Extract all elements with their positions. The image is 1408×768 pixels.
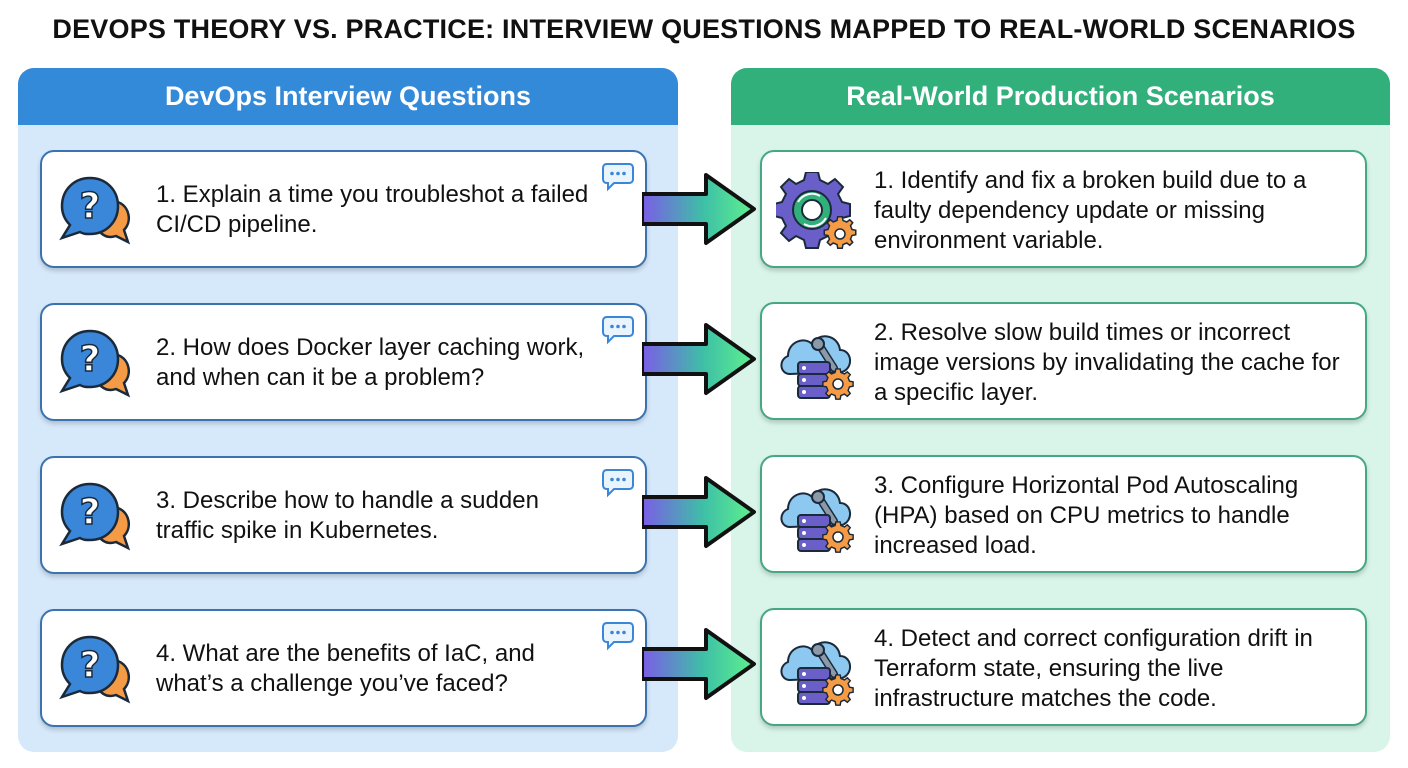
question-card-1: ? 1. Explain a time you troubleshot a fa… <box>40 150 647 268</box>
question-bubble-icon: ? <box>59 176 131 245</box>
question-text: 2. How does Docker layer caching work, a… <box>156 334 585 391</box>
svg-text:?: ? <box>80 339 101 380</box>
svg-text:?: ? <box>80 186 101 227</box>
svg-text:?: ? <box>80 492 101 533</box>
question-card-4: ? 4. What are the benefits of IaC, and w… <box>40 609 647 727</box>
interview-questions-header: DevOps Interview Questions <box>18 68 678 125</box>
arrow-right-icon <box>642 323 756 395</box>
question-bubble-icon: ? <box>59 482 131 551</box>
scenario-card-1: 1. Identify and fix a broken build due t… <box>760 150 1367 268</box>
chat-dots-icon[interactable] <box>601 468 635 498</box>
page-title: DEVOPS THEORY VS. PRACTICE: INTERVIEW QU… <box>52 14 1356 44</box>
scenario-text: 3. Configure Horizontal Pod Autoscaling … <box>874 472 1299 559</box>
question-text: 3. Describe how to handle a sudden traff… <box>156 487 539 544</box>
question-text: 1. Explain a time you troubleshot a fail… <box>156 181 589 238</box>
arrow-right-icon <box>642 173 756 245</box>
scenario-card-2: 2. Resolve slow build times or incorrect… <box>760 302 1367 420</box>
chat-dots-icon[interactable] <box>601 621 635 651</box>
gear-sync-icon <box>776 172 857 249</box>
chat-dots-icon[interactable] <box>601 162 635 192</box>
scenario-card-3: 3. Configure Horizontal Pod Autoscaling … <box>760 455 1367 573</box>
question-card-2: ? 2. How does Docker layer caching work,… <box>40 303 647 421</box>
question-bubble-icon: ? <box>59 329 131 398</box>
scenario-text: 2. Resolve slow build times or incorrect… <box>874 319 1340 406</box>
cloud-server-wrench-icon <box>780 335 854 400</box>
question-card-3: ? 3. Describe how to handle a sudden tra… <box>40 456 647 574</box>
cloud-server-wrench-icon <box>780 488 854 553</box>
chat-dots-icon[interactable] <box>601 315 635 345</box>
svg-text:?: ? <box>80 645 101 686</box>
cloud-server-wrench-icon <box>780 641 854 706</box>
production-scenarios-header: Real-World Production Scenarios <box>731 68 1390 125</box>
scenario-text: 1. Identify and fix a broken build due t… <box>874 167 1307 254</box>
question-bubble-icon: ? <box>59 635 131 704</box>
arrow-right-icon <box>642 628 756 700</box>
scenario-card-4: 4. Detect and correct configuration drif… <box>760 608 1367 726</box>
question-text: 4. What are the benefits of IaC, and wha… <box>156 640 535 697</box>
scenario-text: 4. Detect and correct configuration drif… <box>874 625 1313 712</box>
arrow-right-icon <box>642 476 756 548</box>
